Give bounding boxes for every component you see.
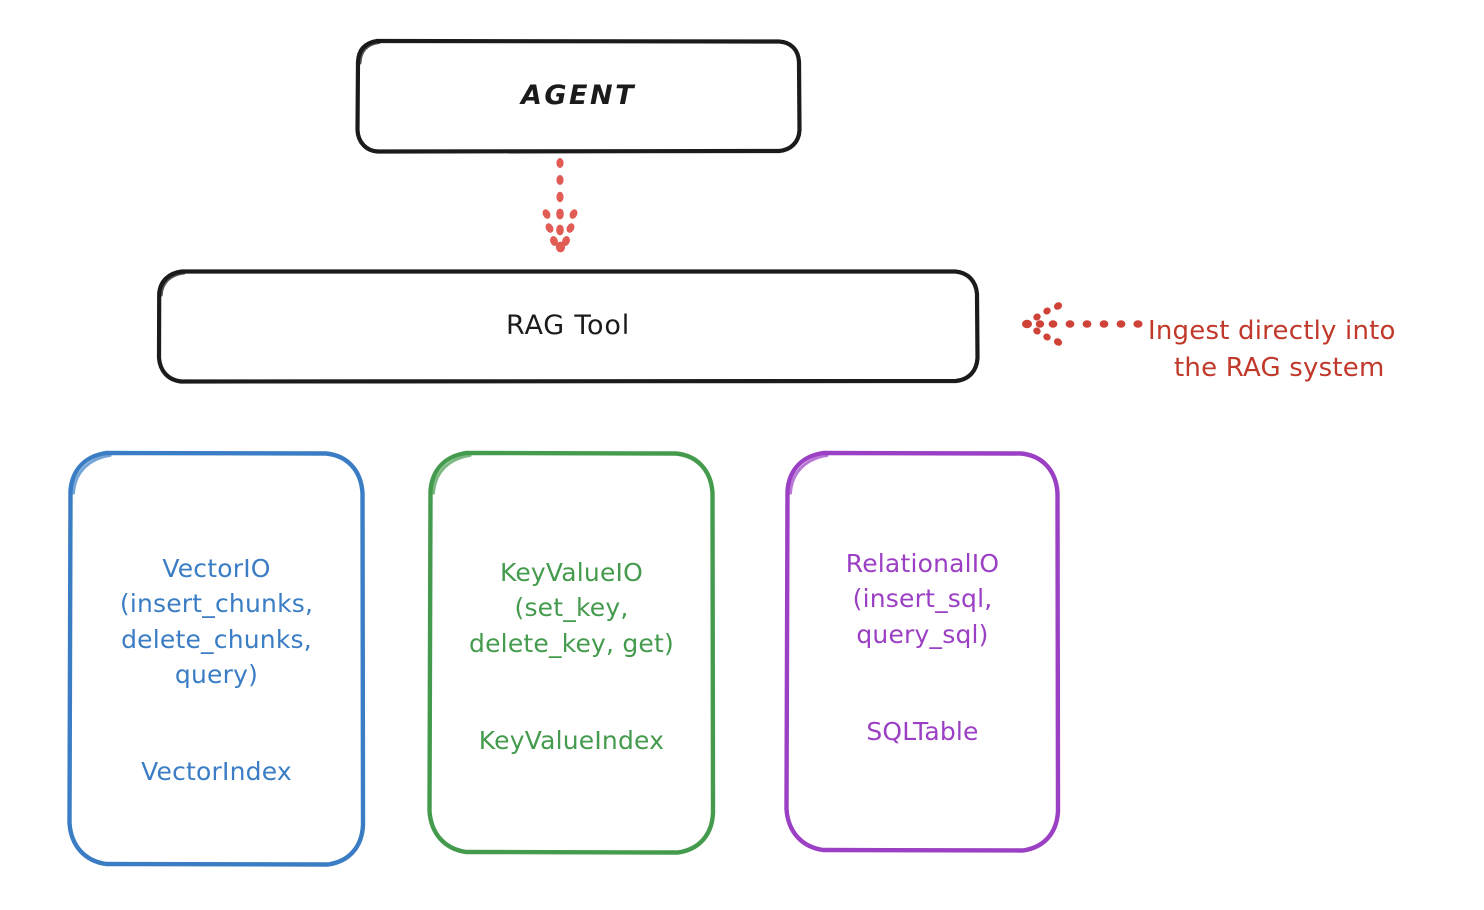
key-value-io-node[interactable]: KeyValueIO (set_key, delete_key, get) Ke… <box>426 449 717 856</box>
key-value-io-api-label: KeyValueIO (set_key, delete_key, get) <box>469 557 674 658</box>
dotted-down-arrow-icon <box>542 158 578 253</box>
relational-io-index-label: SQLTable <box>866 716 979 746</box>
spacer <box>846 652 1000 678</box>
ingest-annotation-line-2: the RAG system <box>1174 352 1385 383</box>
vector-io-node[interactable]: VectorIO (insert_chunks, delete_chunks, … <box>66 449 367 868</box>
relational-io-node[interactable]: RelationalIO (insert_sql, query_sql) SQL… <box>783 449 1062 854</box>
vector-io-node-label: VectorIO (insert_chunks, delete_chunks, … <box>120 515 313 790</box>
relational-io-api-label: RelationalIO (insert_sql, query_sql) <box>845 548 1000 649</box>
key-value-io-node-label: KeyValueIO (set_key, delete_key, get) Ke… <box>469 519 674 758</box>
agent-node-label: AGENT <box>520 80 636 112</box>
rag-tool-node[interactable]: RAG Tool <box>156 268 980 384</box>
vector-io-api-label: VectorIO (insert_chunks, delete_chunks, … <box>119 553 314 690</box>
vector-io-index-label: VectorIndex <box>141 757 292 787</box>
relational-io-node-label: RelationalIO (insert_sql, query_sql) SQL… <box>846 510 1000 749</box>
rag-tool-node-label: RAG Tool <box>505 310 630 342</box>
ingest-annotation: Ingest directly into the RAG system <box>1148 276 1478 424</box>
key-value-io-index-label: KeyValueIndex <box>478 725 665 755</box>
ingest-annotation-line-1: Ingest directly into <box>1148 315 1396 346</box>
agent-node[interactable]: AGENT <box>355 38 802 154</box>
dotted-left-arrow-icon <box>1022 302 1143 346</box>
spacer <box>469 661 674 687</box>
spacer <box>120 693 313 719</box>
